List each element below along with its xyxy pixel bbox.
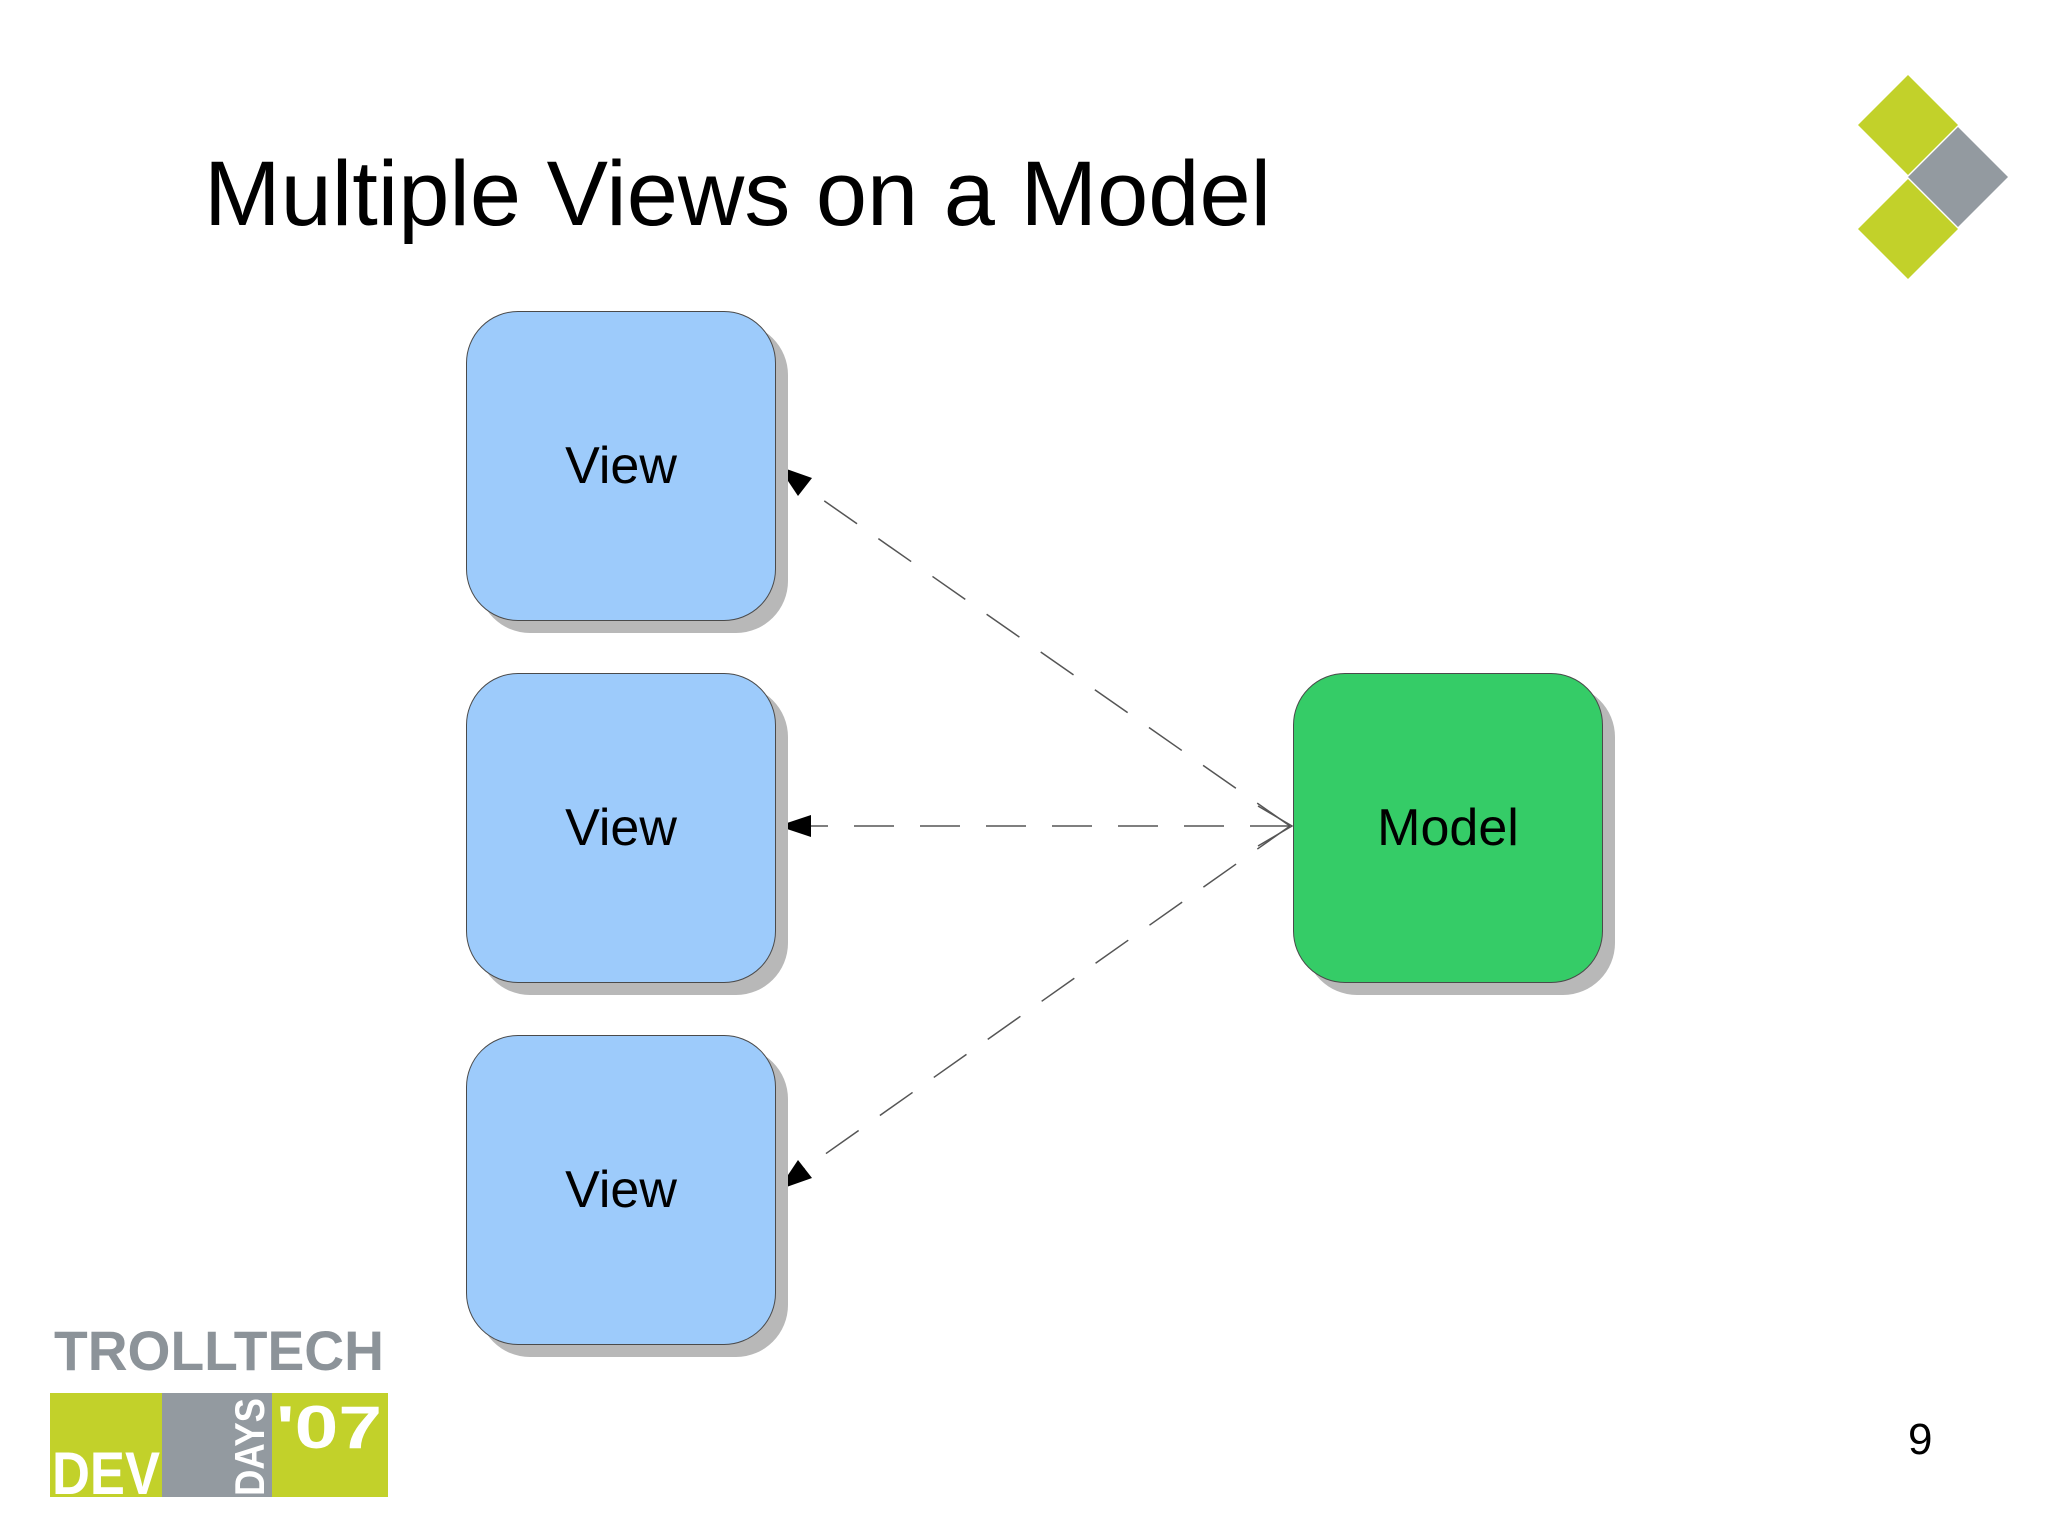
logo-green-left [50, 1393, 162, 1497]
logo-gray-middle [162, 1393, 272, 1497]
view-box-3: View [466, 1035, 776, 1345]
arrowhead-view-2 [778, 815, 811, 837]
logo-green-right [272, 1393, 388, 1497]
model-arrow-tip [1257, 805, 1294, 847]
trolltech-devdays-logo-icon: TROLLTECH DEV DAYS '07 [50, 1319, 388, 1500]
arrowhead-view-3 [778, 1160, 812, 1190]
model-label: Model [1377, 799, 1519, 857]
diamond-logo-icon [1858, 75, 2008, 279]
model-box: Model [1293, 673, 1603, 983]
view-box-2: View [466, 673, 776, 983]
view-label: View [565, 799, 677, 857]
diamond-bottom [1858, 179, 1958, 279]
arrowhead-view-1 [778, 466, 812, 496]
view-box-1: View [466, 311, 776, 621]
page-number: 9 [1908, 1415, 1933, 1464]
trolltech-wordmark: TROLLTECH [54, 1319, 384, 1382]
logo-dev-text: DEV [52, 1440, 160, 1500]
view-label: View [565, 437, 677, 495]
connector-model-to-view-3 [779, 825, 1291, 1187]
slide-title: Multiple Views on a Model [204, 143, 1272, 245]
logo-days-text: DAYS [226, 1398, 273, 1496]
view-label: View [565, 1161, 677, 1219]
diamond-right [1908, 127, 2008, 227]
connector-model-to-view-1 [779, 469, 1291, 827]
logo-year-text: '07 [276, 1394, 382, 1461]
diamond-top [1858, 75, 1958, 175]
